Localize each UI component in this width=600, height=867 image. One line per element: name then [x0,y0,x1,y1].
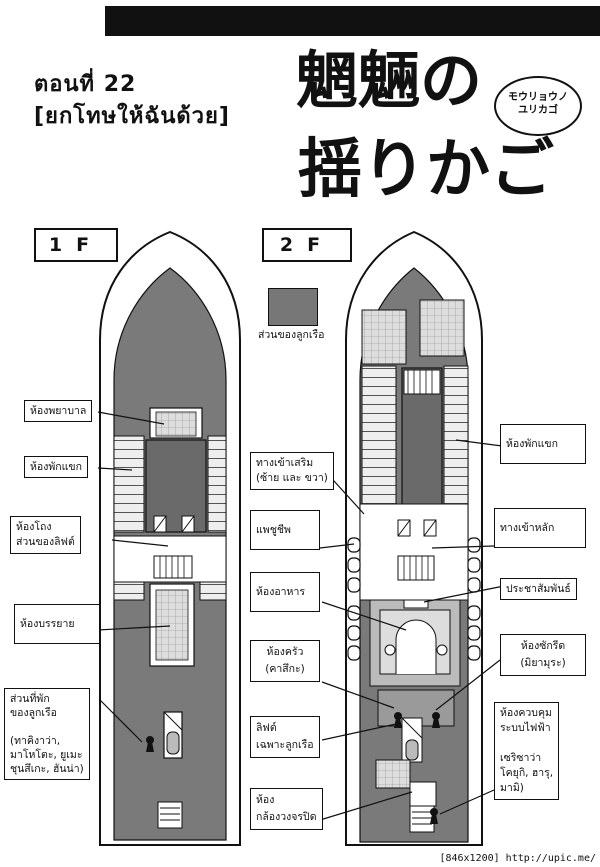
series-title-line2: 揺りかご [298,132,554,207]
series-title-line1: 魍魎の [296,44,483,117]
ship-2f [345,230,483,846]
floor-1f-label: 1F [34,228,118,262]
label-1f-guest-rooms: ห้องพักแขก [24,456,88,478]
header-black-band [105,6,600,36]
label-1f-infirmary: ห้องพยาบาล [24,400,93,422]
label-2f-dining-room: ห้องอาหาร [250,572,320,612]
chapter-number: ตอนที่ 22 [34,72,137,97]
label-1f-hall-elevator: ห้องโถง ส่วนของลิฟต์ [10,516,81,554]
label-2f-side-entrances: ทางเข้าเสริม (ซ้าย และ ขวา) [250,452,334,490]
crew-area-legend-label: ส่วนของลูกเรือ [258,329,325,341]
floor-2f-label: 2F [262,228,352,262]
label-2f-cctv-room: ห้อง กล้องวงจรปิด [250,788,323,830]
title-reading-badge: モウリョウノ ユリカゴ [494,76,582,136]
label-1f-lecture-room: ห้องบรรยาย [14,604,100,644]
label-2f-main-entrance: ทางเข้าหลัก [494,508,586,548]
title-reading-line1: モウリョウノ [508,92,568,103]
ship-1f [99,230,241,846]
label-2f-reception: ประชาสัมพันธ์ [500,578,577,600]
label-2f-crew-elevator: ลิฟต์ เฉพาะลูกเรือ [250,716,320,758]
chapter-subtitle: [ยกโทษให้ฉันด้วย] [34,104,230,129]
label-2f-power-control: ห้องควบคุม ระบบไฟฟ้า เซริซาว่า โคยุกิ, ฮ… [494,702,560,800]
footer-watermark: [846x1200] http://upic.me/ [439,853,596,864]
label-2f-guest-rooms: ห้องพักแขก [500,424,586,464]
leader-lines-1f [97,411,171,743]
label-2f-laundry: ห้องซักรีด (มิยามุระ) [500,634,586,676]
crew-area-swatch [268,288,318,326]
title-reading-line2: ユリカゴ [518,105,558,116]
label-1f-crew-quarters: ส่วนที่พัก ของลูกเรือ (ทาคิงาว่า, มาโหโต… [4,688,90,780]
label-2f-kitchen: ห้องครัว (คาสึกะ) [250,640,320,682]
leader-lines-2f [319,439,505,821]
label-2f-life-rafts: แพชูชีพ [250,510,320,550]
